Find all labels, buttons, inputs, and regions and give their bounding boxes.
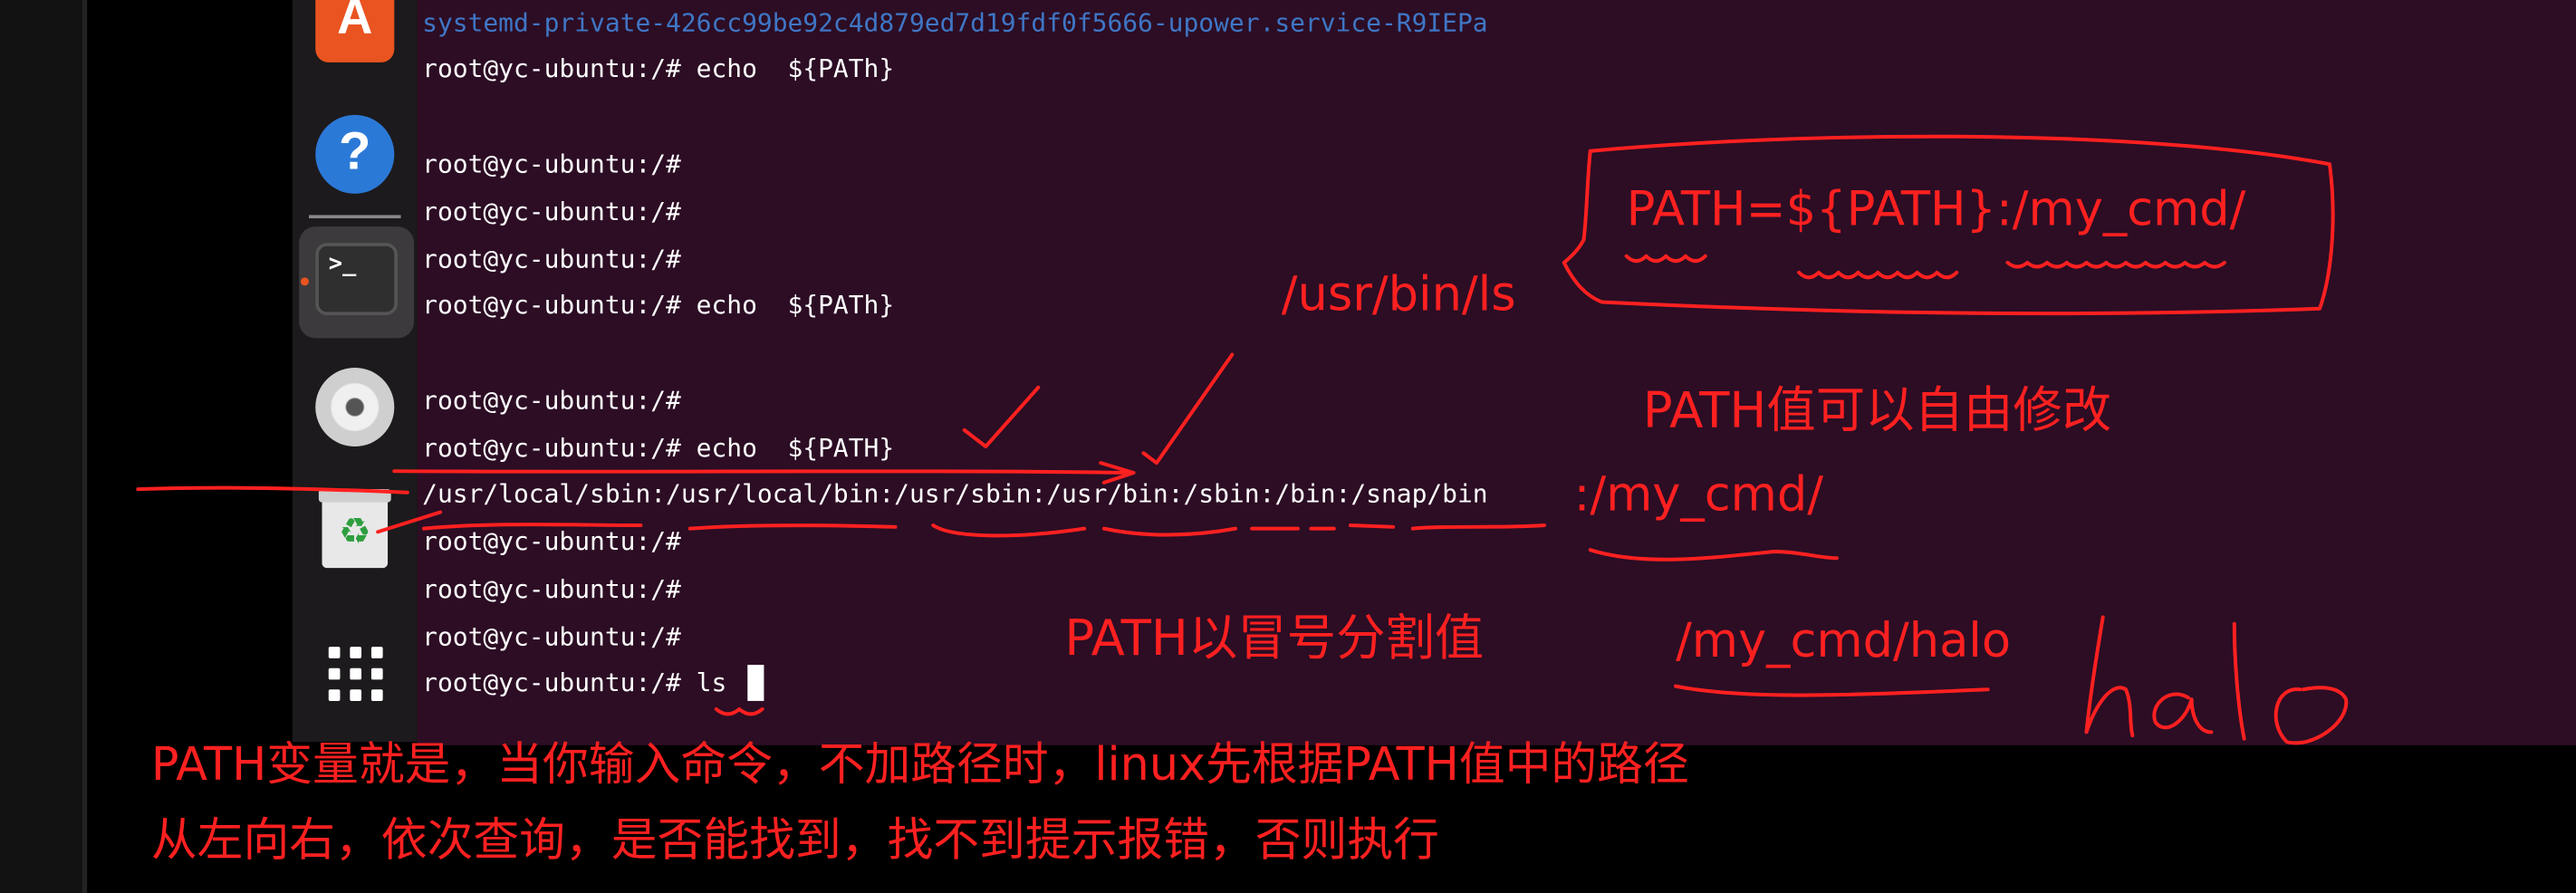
underline-ls (714, 707, 764, 716)
dock-separator (308, 215, 401, 219)
annotation-explanation-line1: PATH变量就是，当你输入命令，不加路径时，linux先根据PATH值中的路径 (150, 736, 1689, 792)
terminal-cursor (747, 665, 764, 701)
grid-dot (350, 689, 362, 701)
arrow-line (392, 461, 1136, 485)
grid-dot (350, 667, 362, 680)
underline-path-var (1797, 270, 1959, 280)
grid-dot (350, 647, 362, 658)
annotation-path-modifiable: PATH值可以自由修改 (1642, 382, 2112, 440)
trash-icon[interactable]: ♻ (318, 489, 391, 569)
underline-usr-local-bin (687, 523, 898, 531)
underline-bin (1348, 523, 1396, 529)
grid-dot (328, 647, 341, 658)
underline-usr-bin (1101, 526, 1237, 537)
underline-my-cmd-suffix (1588, 548, 1839, 562)
underline-snap-bin (1410, 523, 1546, 531)
annotation-path-assign: PATH=${PATH}:/my_cmd/ (1626, 180, 2246, 236)
terminal-line: root@yc-ubuntu:/# echo ${PATh} (422, 53, 895, 84)
terminal-path-output: /usr/local/sbin:/usr/local/bin:/usr/sbin… (422, 479, 1488, 509)
terminal-line: root@yc-ubuntu:/# (422, 526, 681, 557)
box-around-path-assign (1562, 134, 2335, 316)
terminal-icon[interactable]: >_ (315, 243, 398, 315)
check-mark-2 (1141, 352, 1235, 466)
terminal-line: root@yc-ubuntu:/# (422, 385, 681, 416)
terminal-prompt-input[interactable]: root@yc-ubuntu:/# ls (422, 667, 727, 698)
app-store-glyph: A (337, 0, 373, 44)
annotation-colon-separated: PATH以冒号分割值 (1064, 610, 1485, 668)
terminal-line: root@yc-ubuntu:/# echo ${PATH} (422, 433, 895, 464)
terminal-window[interactable] (417, 0, 2576, 745)
disc-icon[interactable] (315, 368, 395, 446)
grid-dot (370, 667, 383, 680)
terminal-line: root@yc-ubuntu:/# (422, 621, 681, 652)
terminal-line: root@yc-ubuntu:/# (422, 574, 681, 604)
grid-dot (370, 689, 383, 701)
terminal-line: root@yc-ubuntu:/# echo ${PATh} (422, 290, 895, 321)
terminal-dir-listing: systemd-private-426cc99be92c4d879ed7d19f… (422, 8, 1488, 38)
halo-l (2232, 621, 2246, 741)
underline-my-cmd-halo (1674, 684, 1990, 697)
panel-divider (82, 0, 88, 893)
halo-h (2084, 615, 2135, 737)
annotation-my-cmd-suffix: :/my_cmd/ (1573, 466, 1824, 523)
app-store-icon[interactable]: A (315, 0, 395, 62)
underline-path (1624, 254, 1707, 264)
annotation-my-cmd-halo: /my_cmd/halo (1676, 612, 2012, 668)
grid-dot (328, 667, 341, 680)
app-grid-icon[interactable] (325, 644, 388, 706)
terminal-line: root@yc-ubuntu:/# (422, 197, 681, 227)
annotation-usr-bin-ls: /usr/bin/ls (1281, 265, 1516, 322)
underline-my-cmd (2005, 261, 2226, 269)
terminal-line: root@yc-ubuntu:/# (422, 245, 681, 274)
grid-dot (328, 689, 341, 701)
left-arrow-stroke (136, 485, 409, 495)
help-glyph: ? (339, 121, 371, 181)
grid-dot (370, 647, 383, 658)
terminal-glyph: >_ (328, 251, 357, 278)
annotation-explanation-line2: 从左向右，依次查询，是否能找到，找不到提示报错，否则执行 (150, 812, 1439, 867)
halo-a (2152, 692, 2214, 735)
halo-o (2273, 686, 2349, 745)
running-indicator-dot (300, 277, 309, 286)
terminal-line: root@yc-ubuntu:/# (422, 149, 681, 179)
left-side-panel (0, 0, 82, 893)
underline-usr-sbin (931, 523, 1087, 538)
check-mark-1 (962, 385, 1041, 448)
underline-usr-local-sbin (421, 523, 643, 531)
recycle-glyph: ♻ (338, 512, 371, 553)
help-icon[interactable]: ? (315, 114, 395, 194)
trash-pointer-stroke (376, 510, 443, 534)
